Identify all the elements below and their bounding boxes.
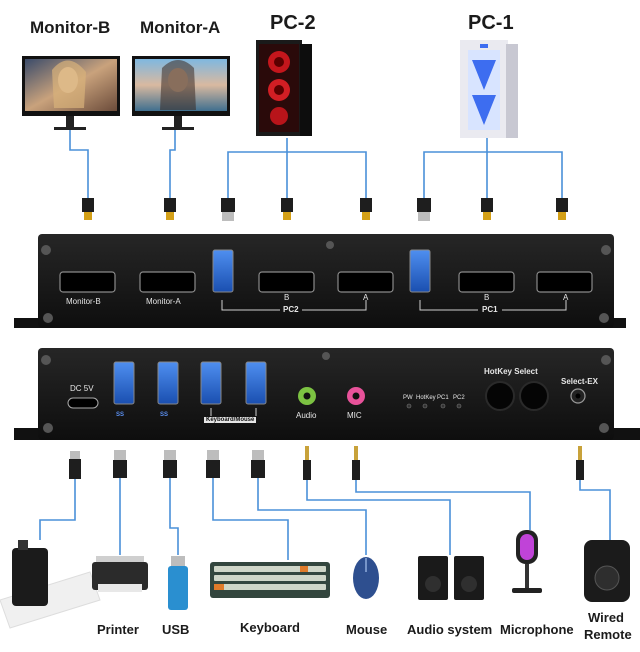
microphone-label: Microphone bbox=[500, 622, 574, 637]
power-adapter-illustration bbox=[0, 540, 101, 629]
wired-remote-illustration bbox=[584, 540, 630, 602]
select-ex-label: Select-EX bbox=[561, 377, 598, 386]
bottom-plugs bbox=[69, 446, 584, 480]
wired-remote-label-line2: Remote bbox=[584, 627, 632, 642]
pc2-illustration bbox=[256, 40, 312, 136]
printer-label: Printer bbox=[97, 622, 139, 637]
keyboard-illustration bbox=[210, 562, 330, 598]
port-monitor-a-label: Monitor-A bbox=[146, 297, 181, 306]
wired-remote-label-line1: Wired bbox=[588, 610, 624, 625]
usb-ss-tag-1: SS bbox=[116, 412, 125, 418]
led-pc1-label: PC1 bbox=[437, 395, 449, 401]
port-monitor-b-label: Monitor-B bbox=[66, 297, 101, 306]
monitor-a-label: Monitor-A bbox=[140, 18, 221, 37]
led-hotkey-label: HotKey bbox=[416, 395, 436, 401]
pc1-illustration bbox=[460, 40, 518, 138]
pc1-label: PC-1 bbox=[468, 12, 514, 34]
hotkey-select-label: HotKey Select bbox=[484, 367, 538, 376]
printer-illustration bbox=[92, 556, 148, 592]
pc2-label: PC-2 bbox=[270, 12, 316, 34]
led-pc2-label: PC2 bbox=[453, 395, 465, 401]
keyboard-mouse-port-label: Keyboard/Mouse bbox=[204, 417, 257, 423]
pc2-port-b-label: B bbox=[284, 293, 290, 302]
mouse-label: Mouse bbox=[346, 622, 388, 637]
pc1-group-label: PC1 bbox=[482, 305, 498, 314]
speakers-illustration bbox=[418, 556, 484, 600]
audio-system-label: Audio system bbox=[407, 622, 493, 637]
microphone-illustration bbox=[512, 530, 542, 593]
keyboard-label: Keyboard bbox=[240, 620, 300, 635]
dc-5v-label: DC 5V bbox=[70, 384, 94, 393]
back-panel-illustration bbox=[14, 234, 626, 328]
audio-port-label: Audio bbox=[296, 411, 317, 420]
front-panel-illustration bbox=[14, 348, 640, 440]
top-plugs bbox=[82, 198, 568, 221]
mic-port-label: MIC bbox=[347, 411, 362, 420]
usb-label: USB bbox=[162, 622, 190, 637]
pc1-port-a-label: A bbox=[563, 293, 569, 302]
cable-lines bbox=[39, 130, 611, 560]
pc2-port-a-label: A bbox=[363, 293, 369, 302]
usb-stick-illustration bbox=[168, 556, 188, 610]
monitor-a-illustration bbox=[132, 56, 230, 130]
monitor-b-label: Monitor-B bbox=[30, 18, 111, 37]
usb-ss-tag-2: SS bbox=[160, 412, 169, 418]
led-pw-label: PW bbox=[403, 395, 413, 401]
pc1-port-b-label: B bbox=[484, 293, 490, 302]
mouse-illustration bbox=[353, 557, 379, 599]
pc2-group-label: PC2 bbox=[283, 305, 299, 314]
monitor-b-illustration bbox=[22, 56, 120, 130]
